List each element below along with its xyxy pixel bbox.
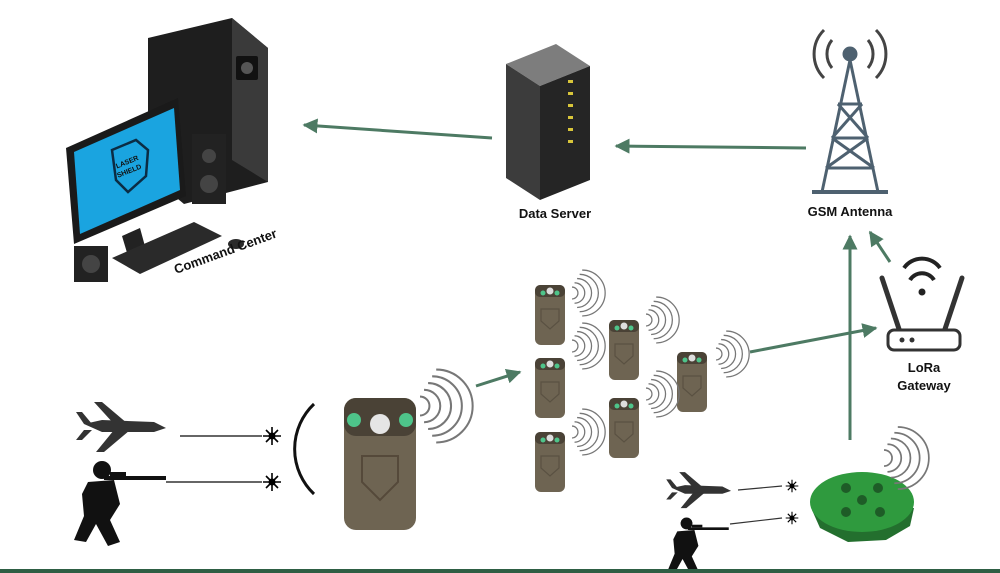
gsm-antenna-label: GSM Antenna	[808, 204, 894, 219]
led-right	[399, 413, 413, 427]
router-icon	[886, 328, 962, 352]
sensor-mesh	[534, 269, 750, 493]
arrow-device-to-mesh	[475, 368, 522, 388]
monitor-screen	[74, 108, 180, 234]
lora-label-line1: LoRa	[908, 360, 941, 375]
lora-label-line2: Gateway	[897, 378, 951, 393]
gsm-antenna-group	[812, 28, 888, 194]
threat-right	[666, 472, 799, 573]
data-server-label: Data Server	[519, 206, 591, 221]
arrow-gateway-to-antenna	[868, 230, 892, 263]
flow-arrows	[302, 118, 892, 440]
sniper-icon	[74, 461, 166, 546]
laser-shield-logo-icon	[110, 138, 150, 194]
command-center-group: LASER SHIELD Command Center	[66, 18, 279, 282]
arrow-antenna-to-server	[614, 138, 807, 154]
laser-burst-icon	[262, 426, 282, 446]
drone-small-icon	[666, 472, 732, 509]
footer-line	[0, 569, 1000, 573]
laser-burst-icon-4	[785, 511, 799, 525]
detection-arc	[293, 402, 316, 496]
shield-emblem-icon	[361, 455, 399, 502]
ground-sensor-pod	[810, 426, 930, 542]
threat-left	[74, 402, 316, 546]
arrow-mesh-to-gateway	[749, 323, 878, 354]
keyboard	[112, 222, 222, 274]
wifi-icon	[902, 256, 942, 270]
arrow-server-to-command	[302, 118, 493, 140]
speaker-icon	[192, 134, 226, 204]
sniper-small-icon	[668, 517, 729, 573]
detector-device	[344, 368, 474, 530]
lora-gateway-group: LoRa Gateway	[879, 256, 965, 393]
mouse	[228, 239, 244, 249]
laser-burst-icon-2	[262, 472, 282, 492]
laser-burst-icon-3	[785, 479, 799, 493]
data-server-group: Data Server	[506, 44, 591, 221]
led-left	[347, 413, 361, 427]
drone-icon	[76, 402, 166, 452]
server-rack	[540, 66, 590, 200]
